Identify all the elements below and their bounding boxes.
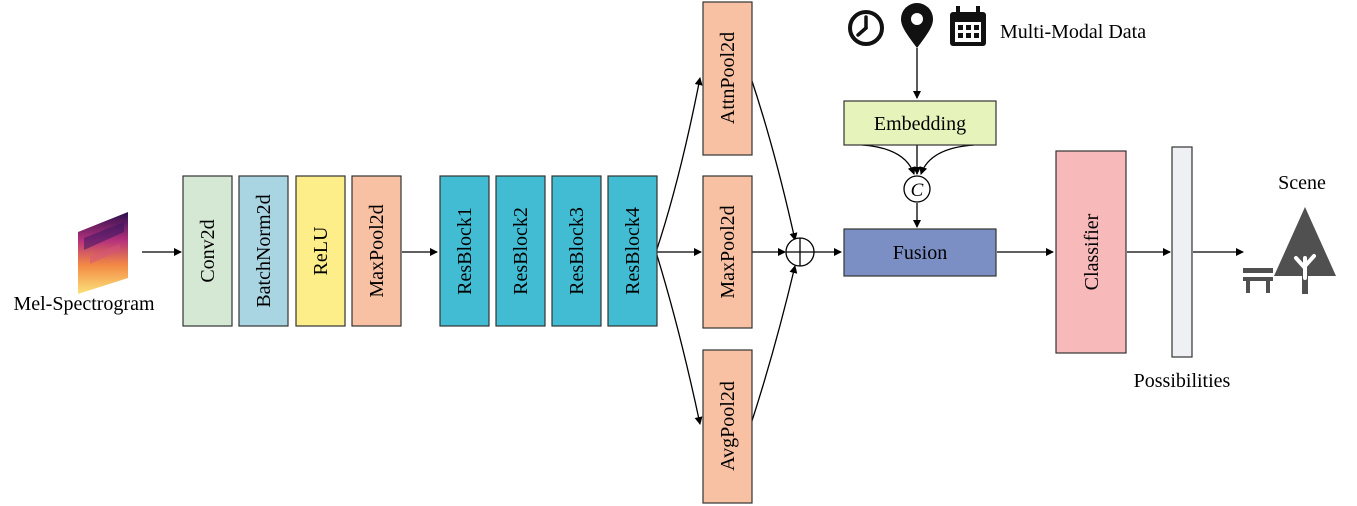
layer-batchnorm2d-label: BatchNorm2d — [253, 194, 275, 307]
pool-avgpool2d-label: AvgPool2d — [717, 381, 739, 471]
embedding-label: Embedding — [874, 113, 966, 135]
layer-maxpool2d: MaxPool2d — [351, 175, 402, 327]
classifier-block: Classifier — [1055, 150, 1127, 354]
layer-conv2d-label: Conv2d — [197, 219, 219, 282]
pool-avgpool2d: AvgPool2d — [702, 349, 753, 504]
pool-attnpool2d: AttnPool2d — [702, 1, 753, 156]
mel-spectrogram-image — [78, 212, 128, 294]
layer-batchnorm2d: BatchNorm2d — [238, 175, 289, 327]
layer-resblock4-label: ResBlock4 — [622, 207, 644, 295]
fusion-label: Fusion — [893, 242, 947, 264]
pool-attnpool2d-label: AttnPool2d — [717, 32, 739, 124]
scene-label: Scene — [1278, 172, 1326, 194]
layer-resblock3: ResBlock3 — [551, 175, 602, 327]
layer-resblock3-label: ResBlock3 — [566, 207, 588, 295]
possibilities-label: Possibilities — [1134, 370, 1231, 392]
layer-resblock1-label: ResBlock1 — [454, 207, 476, 295]
layer-maxpool2d-label: MaxPool2d — [366, 204, 388, 297]
sum-node — [785, 237, 815, 267]
pool-maxpool2d: MaxPool2d — [702, 175, 753, 329]
multimodal-label: Multi-Modal Data — [1000, 21, 1146, 43]
layer-resblock4: ResBlock4 — [607, 175, 658, 327]
input-label: Mel-Spectrogram — [13, 293, 155, 315]
layer-relu: ReLU — [295, 175, 346, 327]
classifier-label: Classifier — [1081, 213, 1103, 290]
layer-resblock2: ResBlock2 — [495, 175, 546, 327]
location-pin-icon — [901, 3, 933, 48]
calendar-icon — [950, 6, 986, 46]
embedding-block: Embedding — [843, 100, 997, 146]
possibilities-vector — [1171, 146, 1193, 358]
connections — [142, 48, 1244, 425]
clock-icon — [848, 10, 884, 46]
park-tree-bench-icon — [1243, 207, 1336, 294]
pool-maxpool2d-label: MaxPool2d — [717, 205, 739, 298]
layer-resblock1: ResBlock1 — [439, 175, 490, 327]
layer-conv2d: Conv2d — [182, 175, 233, 327]
layer-relu-label: ReLU — [310, 226, 332, 275]
fusion-block: Fusion — [843, 228, 997, 277]
concat-node: C — [903, 175, 931, 203]
concat-symbol: C — [911, 180, 924, 201]
layer-resblock2-label: ResBlock2 — [510, 207, 532, 295]
